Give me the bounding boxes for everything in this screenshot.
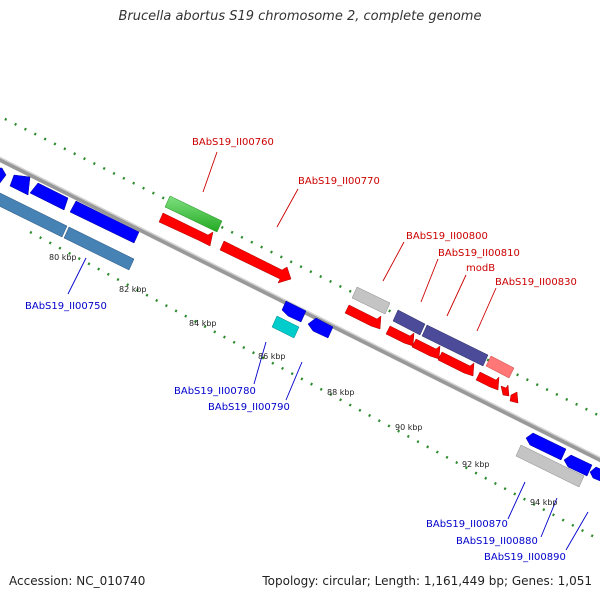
gene-label-BAbS19_II00770[interactable]: BAbS19_II00770 — [298, 176, 380, 187]
genome-backbone-highlight — [0, 156, 600, 459]
gene-reverse-cds[interactable] — [9, 174, 31, 196]
gene-BAbS19_II00770[interactable] — [219, 240, 292, 284]
gene-label-BAbS19_II00830[interactable]: BAbS19_II00830 — [495, 277, 577, 288]
gene-BAbS19_II00810[interactable] — [392, 309, 426, 336]
gene-label-BAbS19_II00780[interactable]: BAbS19_II00780 — [174, 386, 256, 397]
gene-forward-cds[interactable] — [475, 371, 500, 391]
gene-BAbS19_II00880[interactable] — [515, 444, 585, 488]
gene-reverse-cds[interactable] — [589, 466, 600, 483]
forward-genes — [158, 195, 519, 404]
gene-forward-cds[interactable] — [158, 212, 214, 247]
tick-label: 84 kbp — [189, 319, 217, 328]
gene-modB[interactable] — [421, 324, 489, 367]
gene-reverse-cds[interactable] — [69, 200, 140, 244]
gene-label-BAbS19_II00800[interactable]: BAbS19_II00800 — [406, 231, 488, 242]
gene-BAbS19_II00890[interactable] — [563, 454, 593, 477]
label-leaders — [67, 151, 589, 551]
gene-BAbS19_II00830[interactable] — [485, 355, 515, 379]
gene-steelblue[interactable] — [0, 192, 68, 238]
gene-reverse-cds[interactable] — [0, 167, 7, 184]
tick-label: 94 kbp — [530, 498, 558, 507]
gene-label-BAbS19_II00750[interactable]: BAbS19_II00750 — [25, 301, 107, 312]
gene-label-BAbS19_II00790[interactable]: BAbS19_II00790 — [208, 402, 290, 413]
tick-label: 80 kbp — [49, 253, 77, 262]
tick-label: 88 kbp — [327, 388, 355, 397]
gene-label-BAbS19_II00870[interactable]: BAbS19_II00870 — [426, 519, 508, 530]
gene-forward-cds[interactable] — [500, 384, 510, 397]
accession-label: Accession: NC_010740 — [9, 574, 146, 588]
reverse-genes — [0, 167, 600, 488]
gene-label-BAbS19_II00890[interactable]: BAbS19_II00890 — [484, 552, 566, 563]
gene-BAbS19_II00750[interactable] — [63, 226, 135, 271]
tick-label: 82 kbp — [119, 285, 147, 294]
gene-label-BAbS19_II00810[interactable]: BAbS19_II00810 — [438, 248, 520, 259]
gene-forward-cds[interactable] — [437, 351, 475, 377]
gene-BAbS19_II00870[interactable] — [525, 432, 567, 461]
gene-label-BAbS19_II00760[interactable]: BAbS19_II00760 — [192, 137, 274, 148]
gene-reverse-cds[interactable] — [281, 300, 307, 323]
gene-forward-cds[interactable] — [344, 304, 382, 330]
gene-reverse-cds[interactable] — [29, 182, 69, 211]
genome-stats-label: Topology: circular; Length: 1,161,449 bp… — [262, 574, 592, 588]
tick-label: 90 kbp — [395, 423, 423, 432]
gene-BAbS19_II00760[interactable] — [164, 195, 223, 233]
inner-tick-track — [29, 230, 600, 542]
gene-label-BAbS19_II00880[interactable]: BAbS19_II00880 — [456, 536, 538, 547]
gene-BAbS19_II00780[interactable] — [271, 315, 300, 339]
tick-label: 86 kbp — [258, 352, 286, 361]
gene-BAbS19_II00790[interactable] — [307, 317, 334, 339]
tick-label: 92 kbp — [462, 460, 490, 469]
tick-labels: 80 kbp 82 kbp 84 kbp 86 kbp 88 kbp 90 kb… — [49, 253, 558, 507]
map-title: Brucella abortus S19 chromosome 2, compl… — [118, 9, 482, 24]
gene-label-modB[interactable]: modB — [466, 263, 495, 274]
gene-forward-cds[interactable] — [509, 391, 519, 404]
gene-BAbS19_II00800[interactable] — [351, 286, 391, 315]
gene-labels: BAbS19_II00760 BAbS19_II00770 BAbS19_II0… — [25, 137, 577, 563]
